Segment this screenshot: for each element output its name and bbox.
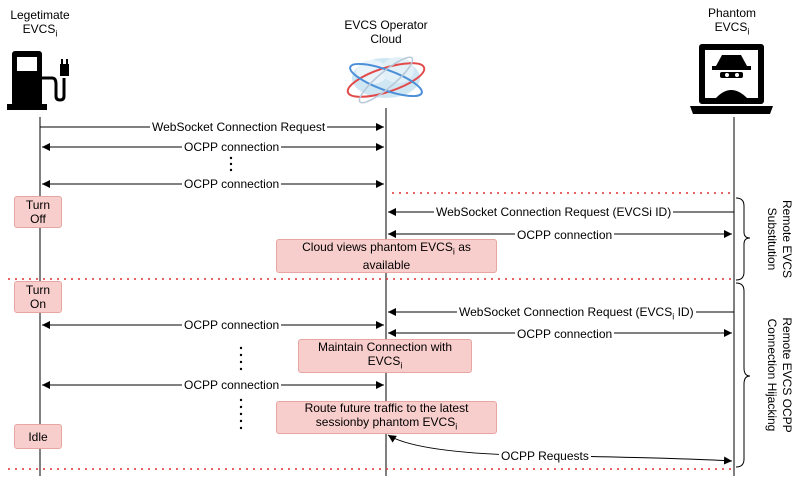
ocpp-label: OCPP connection — [182, 318, 282, 332]
brace-hijacking — [735, 282, 751, 468]
phantom-evcs-label: Phantom EVCSi — [707, 6, 757, 37]
cloud-icon — [346, 56, 426, 104]
ocpp-label: OCPP connection — [182, 140, 282, 154]
cloud-label: EVCS Operator Cloud — [344, 18, 428, 46]
legit-evcs-label: Legetimate EVCSi — [10, 8, 70, 39]
brace-substitution — [735, 197, 751, 281]
phase-label-hijacking: Remote EVCS OCPP Connection Hijacking — [765, 317, 794, 433]
phase-label-substitution: Remote EVCS Substitution — [765, 199, 794, 279]
ws-request-label: WebSocket Connection Request — [150, 120, 328, 134]
continuation-dots — [229, 156, 243, 430]
hacker-laptop-icon — [690, 44, 773, 114]
ocpp-label: OCPP connection — [182, 177, 282, 191]
ocpp-label: OCPP connection — [515, 228, 615, 242]
note-route-traffic: Route future traffic to the latest sessi… — [276, 401, 497, 434]
note-cloud-views-phantom: Cloud views phantom EVCSi as available — [276, 239, 497, 273]
ev-charger-icon — [7, 51, 69, 110]
state-idle: Idle — [14, 424, 62, 449]
ocpp-label: OCPP connection — [182, 378, 282, 392]
note-maintain-connection: Maintain Connection with EVCSi — [298, 339, 472, 373]
ws-request-evcs-i-label: WebSocket Connection Request (EVCSi ID) — [457, 305, 696, 324]
ocpp-label: OCPP connection — [515, 327, 615, 341]
ws-request-evcsi-label: WebSocket Connection Request (EVCSi ID) — [434, 205, 674, 219]
ocpp-requests-label: OCPP Requests — [499, 449, 591, 463]
